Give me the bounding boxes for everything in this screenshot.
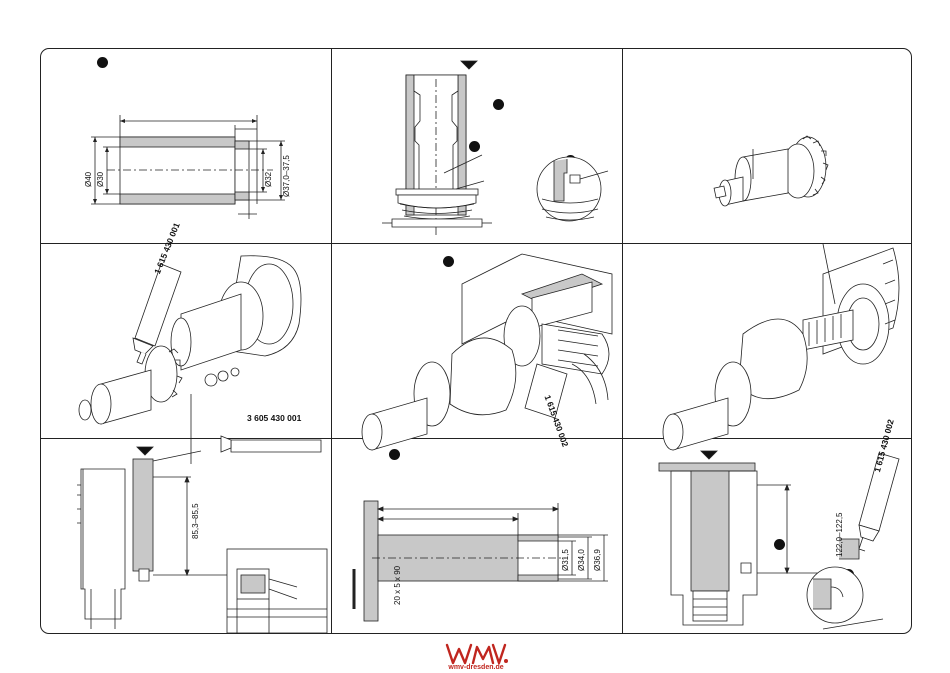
dim-bore-tolerance: Ø37,0–37,5: [283, 155, 291, 197]
panel-gear-shaft: [623, 49, 912, 243]
gear-shaft-drawing: [623, 49, 912, 243]
instruction-sheet: Ø40 Ø30 Ø32 Ø37,0–37,5: [40, 48, 912, 634]
panel-tool-dimensions: 20 x 5 x 90 Ø31,5 Ø34,0 Ø36,9: [332, 439, 622, 633]
motor-assembly-drawing: [623, 244, 912, 438]
sealant-part-number: 3 605 430 001: [247, 414, 301, 423]
panel-greasing-assembly: 1 615 430 001 3 605 430 001: [41, 244, 331, 438]
dim-press-depth: 122,0–122,5: [836, 513, 844, 558]
bushing-drawing: [41, 49, 331, 243]
panel-bushing-dimensions: Ø40 Ø30 Ø32 Ø37,0–37,5: [41, 49, 331, 243]
panel-press-depth: 85,3–85,5: [41, 439, 331, 633]
final-press-drawing: [623, 439, 912, 633]
panel-press-in-sleeve: [332, 49, 622, 243]
shaft-housing-drawing: [332, 244, 622, 438]
tool-dimension-drawing: [332, 439, 622, 633]
dim-inner-diameter: Ø30: [97, 172, 105, 187]
dim-press-depth: 85,3–85,5: [192, 503, 200, 539]
dim-collar-diameter: Ø32: [265, 172, 273, 187]
dim-pin-diameter: Ø31,5: [562, 549, 570, 571]
press-depth-drawing: [41, 439, 331, 633]
panel-final-press: 122,0–122,5 1 615 430 002: [623, 439, 912, 633]
logo-text: wmv-dresden.de: [442, 664, 510, 671]
dim-outer-diameter: Ø40: [85, 172, 93, 187]
dim-collar-diameter: Ø34,0: [578, 549, 586, 571]
press-tool-drawing: [332, 49, 622, 243]
dim-plate-size: 20 x 5 x 90: [394, 566, 402, 605]
dim-outer-diameter: Ø36,9: [594, 549, 602, 571]
panel-motor-assembly: [623, 244, 912, 438]
panel-shaft-housing: 1 615 430 002: [332, 244, 622, 438]
greasing-drawing: [41, 244, 331, 438]
